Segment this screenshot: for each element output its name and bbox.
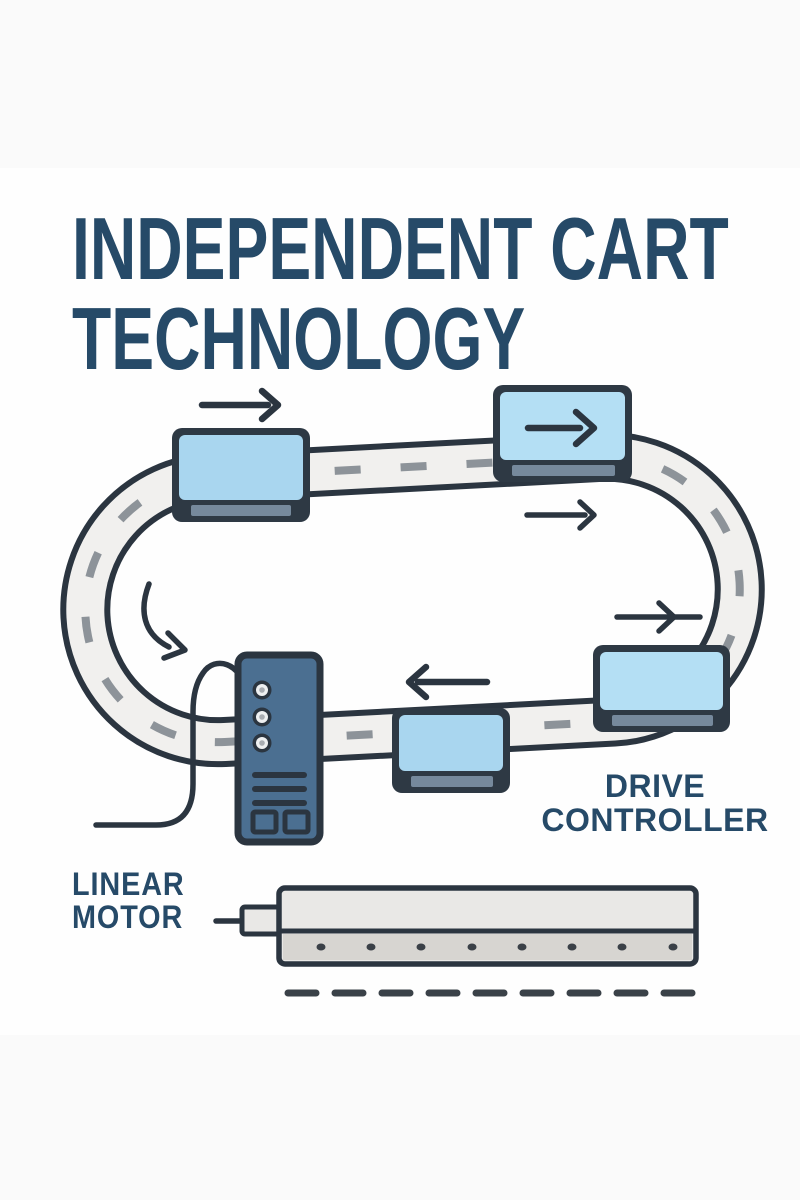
cart-bottom-bar — [612, 715, 713, 726]
motor-magnet-dots — [316, 943, 678, 951]
linear-motor-label-line2: MOTOR — [72, 899, 184, 935]
linear-motor-label-line1: LINEAR — [72, 866, 185, 902]
arrow-left-icon — [405, 663, 491, 701]
cart-bottom-bar — [411, 776, 493, 787]
linear-motor-label: LINEAR MOTOR — [72, 868, 185, 934]
bottom-faint-band — [0, 1035, 800, 1200]
drive-controller-label-line2: CONTROLLER — [541, 802, 769, 838]
drive-controller — [234, 651, 324, 846]
arrow-right-icon — [524, 408, 598, 448]
page-title-line1: INDEPENDENT CART — [72, 199, 729, 298]
linear-motor — [213, 885, 700, 997]
curved-arrow-icon — [141, 581, 188, 661]
page-title-line2: TECHNOLOGY — [72, 289, 526, 388]
drive-controller-label-line1: DRIVE — [604, 768, 706, 804]
cart-bottom-bar — [191, 505, 291, 516]
cart-body — [600, 652, 723, 710]
cart-body — [179, 435, 303, 500]
controller-cable — [93, 660, 249, 828]
motor-connector — [239, 904, 285, 937]
arrow-right-icon — [524, 499, 597, 531]
cart-bottom-bar — [512, 465, 615, 476]
cart-top-left — [172, 428, 310, 522]
page-title: INDEPENDENT CART TECHNOLOGY — [72, 204, 729, 384]
top-faint-band — [0, 0, 800, 168]
motor-magnet-strip — [283, 934, 692, 960]
controller-indicator-lights — [252, 680, 272, 753]
controller-body — [234, 651, 324, 846]
arrow-right-icon — [614, 600, 703, 634]
controller-vent-bars — [252, 772, 307, 806]
cart-bottom-right — [593, 645, 730, 732]
cart-body — [399, 715, 503, 771]
arrow-right-icon — [198, 387, 282, 423]
cart-top-right — [493, 385, 632, 482]
drive-controller-label: DRIVE CONTROLLER — [460, 769, 800, 837]
cart-bottom-middle — [392, 708, 510, 793]
controller-ports — [250, 809, 311, 835]
